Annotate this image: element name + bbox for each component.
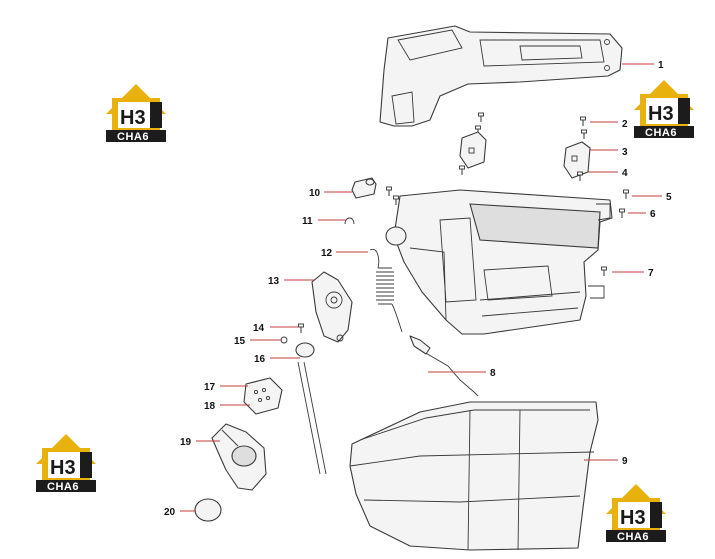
brand-logo: H3 CHA6: [36, 434, 96, 493]
callout-19: 19: [180, 437, 192, 448]
logo-mark: H3: [620, 507, 646, 529]
callout-20: 20: [164, 507, 176, 518]
part-10-pin: [351, 177, 377, 199]
callout-12: 12: [321, 248, 333, 259]
callout-11: 11: [302, 216, 313, 227]
callout-15: 15: [234, 336, 246, 347]
part-19-handle: [211, 423, 267, 491]
callout-labels: 1 2 3 4 5 6 7 8 9 10 11 12 13 14 15 16 1…: [164, 60, 672, 518]
part-3-brackets: [459, 131, 591, 179]
part-8-cable: [409, 335, 479, 397]
logo-mark: H3: [50, 457, 76, 479]
callout-16: 16: [254, 354, 266, 365]
brand-logo: H3 CHA6: [106, 84, 166, 143]
logo-text: CHA6: [645, 127, 677, 139]
logo-mark: H3: [120, 107, 146, 129]
brand-logo: H3 CHA6: [606, 484, 666, 543]
part-1-top-cover: [379, 25, 623, 127]
callout-5: 5: [666, 192, 672, 203]
logo-mark: H3: [648, 103, 674, 125]
part-13-lever-plate: [311, 271, 353, 343]
callout-7: 7: [648, 268, 654, 279]
part-2-screws: [475, 112, 587, 140]
part-11-clip: [344, 217, 355, 225]
callout-4: 4: [622, 168, 628, 179]
callout-9: 9: [622, 456, 628, 467]
callout-2: 2: [622, 119, 628, 130]
part-14-screw: [298, 323, 304, 334]
callout-6: 6: [650, 209, 656, 220]
callout-10: 10: [309, 188, 321, 199]
part-12-spring: [369, 248, 403, 333]
main-frame: [385, 189, 613, 335]
part-16-knob: [295, 342, 327, 475]
callout-17: 17: [204, 382, 216, 393]
logo-text: CHA6: [47, 481, 79, 493]
part-17-18-switch: [243, 377, 283, 415]
callout-18: 18: [204, 401, 216, 412]
logo-text: CHA6: [617, 531, 649, 543]
leader-lines: [180, 63, 662, 512]
callout-13: 13: [268, 276, 280, 287]
callout-8: 8: [490, 368, 496, 379]
callout-14: 14: [253, 323, 265, 334]
part-4-screws: [459, 165, 583, 182]
brand-logo: H3 CHA6: [634, 80, 694, 139]
callout-3: 3: [622, 147, 628, 158]
callout-1: 1: [658, 60, 664, 71]
part-20-cap: [194, 498, 222, 522]
part-9-storage-box: [349, 401, 599, 551]
logo-text: CHA6: [117, 131, 149, 143]
